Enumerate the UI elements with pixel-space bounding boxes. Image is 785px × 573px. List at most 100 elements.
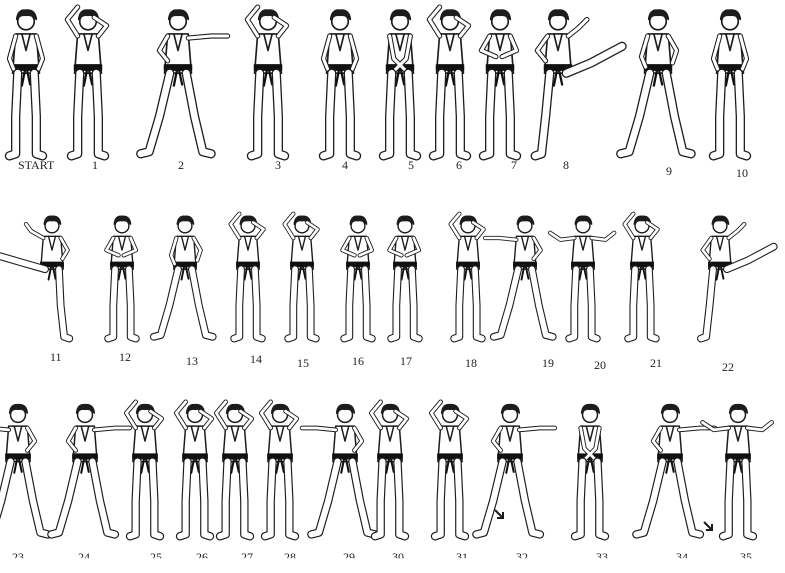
figure-drawing [631,403,717,539]
karate-figure [616,211,688,343]
karate-figure [117,399,194,541]
figure-drawing [104,215,141,343]
arrow-indicator-icon [703,520,715,538]
karate-figure [527,5,628,161]
step-label: 2 [178,158,184,172]
karate-figure [0,400,67,540]
figure-drawing [0,403,52,539]
step-label: 22 [722,360,734,374]
karate-figure [562,400,639,541]
figure-drawing [697,215,778,343]
step-label: 13 [186,354,198,368]
figure-drawing [65,4,110,161]
figure-drawing [379,9,422,161]
step-label: 17 [400,354,412,368]
figure-drawing [699,403,774,541]
karate-figure [96,212,168,343]
figure-drawing [428,399,469,541]
karate-figure [616,5,712,160]
karate-figure [0,5,81,161]
step-label: 30 [392,550,404,564]
figure-drawing [150,215,217,341]
figure-drawing [319,9,362,161]
step-label: 6 [456,158,462,172]
arrow-indicator-icon [494,508,506,526]
figure-drawing [5,9,48,161]
karate-figure [332,212,404,343]
karate-figure [57,4,142,161]
karate-figure [469,5,554,161]
karate-figure [631,400,719,540]
figure-drawing [448,211,487,343]
step-label: 7 [511,158,517,172]
step-label: 3 [275,158,281,172]
karate-figure [471,400,559,540]
figure-drawing [616,9,697,159]
figure-drawing [427,4,472,161]
karate-figure [483,212,571,342]
karate-figure [699,400,785,541]
step-label: START [18,158,55,172]
karate-figure [548,212,629,343]
step-label: 16 [352,354,364,368]
step-label: 27 [241,550,253,564]
step-label: 15 [297,356,309,370]
figure-drawing [213,399,254,541]
karate-figure [207,399,284,541]
step-label: 19 [542,356,554,370]
figure-drawing [299,403,379,539]
figure-drawing [136,9,231,159]
karate-figure [136,5,232,160]
step-label: 35 [740,550,752,564]
step-label: 32 [516,550,528,564]
step-label: 8 [563,158,569,172]
karate-figure [699,5,784,161]
karate-figure [362,399,439,541]
step-label: 33 [596,550,608,564]
figure-drawing [282,211,321,343]
figure-drawing [228,211,267,343]
figure-drawing [340,215,377,343]
step-label: 25 [150,550,162,564]
step-label: 4 [342,158,348,172]
figure-drawing [548,215,617,343]
step-label: 34 [676,550,688,564]
step-label: 14 [250,352,262,366]
figure-drawing [46,403,132,539]
figure-drawing [709,9,752,161]
karate-figure [369,5,454,161]
step-label: 10 [736,166,748,180]
step-label: 28 [284,550,296,564]
step-label: 21 [650,356,662,370]
figure-drawing [622,211,661,343]
step-label: 11 [50,350,62,364]
karate-figure [222,211,294,343]
karate-figure [237,4,322,161]
figure-drawing [173,399,214,541]
step-label: 5 [408,158,414,172]
figure-drawing [258,399,299,541]
karate-figure [442,211,514,343]
karate-figure [299,400,394,540]
karate-figure [379,212,451,343]
figure-drawing [387,215,424,343]
step-label: 29 [343,550,355,564]
step-label: 9 [666,164,672,178]
step-label: 26 [196,550,208,564]
figure-drawing [570,403,609,541]
step-label: 18 [465,356,477,370]
karate-figure [167,399,244,541]
figure-drawing [530,9,628,161]
karate-figure [252,399,329,541]
figure-drawing [483,215,557,341]
karate-figure [46,400,134,540]
figure-drawing [0,215,74,343]
karate-figure [276,211,348,343]
karate-figure [0,212,98,343]
step-label: 24 [78,550,90,564]
step-label: 12 [119,350,131,364]
karate-figure [150,212,231,342]
figure-drawing [123,399,164,541]
step-label: 20 [594,358,606,372]
figure-drawing [245,4,290,161]
